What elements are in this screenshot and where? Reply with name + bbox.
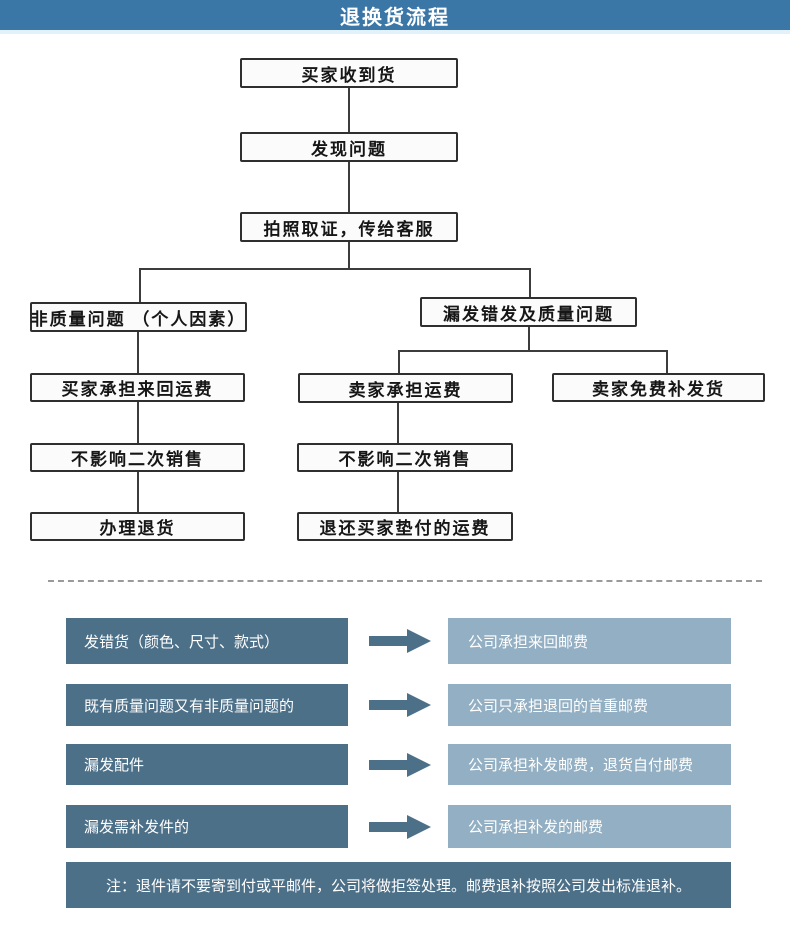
policy-box: 公司只承担退回的首重邮费 — [448, 684, 731, 726]
policy-box: 公司承担补发的邮费 — [448, 805, 731, 848]
dashed-divider — [48, 580, 762, 582]
flow-node-missing-wrong-quality: 漏发错发及质量问题 — [420, 297, 637, 327]
connector-line — [139, 268, 531, 270]
header-strip — [0, 30, 790, 34]
flow-node-buyer-pays-shipping: 买家承担来回运费 — [30, 373, 245, 402]
header-bar: 退换货流程 — [0, 0, 790, 30]
connector-line — [137, 472, 139, 512]
connector-line — [348, 88, 350, 132]
condition-box: 漏发需补发件的 — [66, 805, 348, 848]
flow-node-non-quality-issue: 非质量问题 （个人因素） — [30, 302, 247, 332]
flow-node-photo-evidence: 拍照取证，传给客服 — [240, 212, 458, 242]
connector-line — [528, 327, 530, 350]
flow-node-buyer-receives: 买家收到货 — [240, 58, 458, 88]
connector-line — [397, 472, 399, 512]
arrow-shaft — [369, 700, 407, 710]
connector-line — [666, 350, 668, 373]
flow-node-refund-advanced-shipping: 退还买家垫付的运费 — [297, 512, 513, 541]
condition-box: 发错货（颜色、尺寸、款式） — [66, 618, 348, 664]
flow-node-process-return: 办理退货 — [30, 512, 245, 541]
arrow-shaft — [369, 636, 407, 646]
flow-node-find-problem: 发现问题 — [240, 132, 458, 162]
flow-node-no-resale-impact-left: 不影响二次销售 — [30, 443, 245, 472]
arrow-head — [407, 693, 431, 717]
arrow-head — [407, 815, 431, 839]
flow-node-no-resale-impact-right: 不影响二次销售 — [297, 443, 513, 472]
arrow-shaft — [369, 822, 407, 832]
page-title: 退换货流程 — [340, 6, 450, 29]
connector-line — [139, 268, 141, 302]
arrow-right-icon — [369, 693, 431, 717]
note-box: 注：退件请不要寄到付或平邮件，公司将做拒签处理。邮费退补按照公司发出标准退补。 — [66, 862, 731, 908]
flow-node-seller-pays-shipping: 卖家承担运费 — [298, 373, 513, 403]
connector-line — [398, 350, 668, 352]
arrow-right-icon — [369, 753, 431, 777]
arrow-head — [407, 753, 431, 777]
connector-line — [348, 162, 350, 212]
connector-line — [137, 402, 139, 443]
connector-line — [348, 242, 350, 268]
connector-line — [398, 350, 400, 373]
arrow-right-icon — [369, 815, 431, 839]
connector-line — [529, 268, 531, 297]
arrow-head — [407, 629, 431, 653]
connector-line — [397, 403, 399, 443]
arrow-shaft — [369, 760, 407, 770]
condition-box: 既有质量问题又有非质量问题的 — [66, 684, 348, 726]
connector-line — [137, 332, 139, 373]
flow-node-seller-reship-free: 卖家免费补发货 — [552, 373, 765, 402]
policy-box: 公司承担来回邮费 — [448, 618, 731, 664]
policy-box: 公司承担补发邮费，退货自付邮费 — [448, 744, 731, 785]
arrow-right-icon — [369, 629, 431, 653]
condition-box: 漏发配件 — [66, 744, 348, 785]
